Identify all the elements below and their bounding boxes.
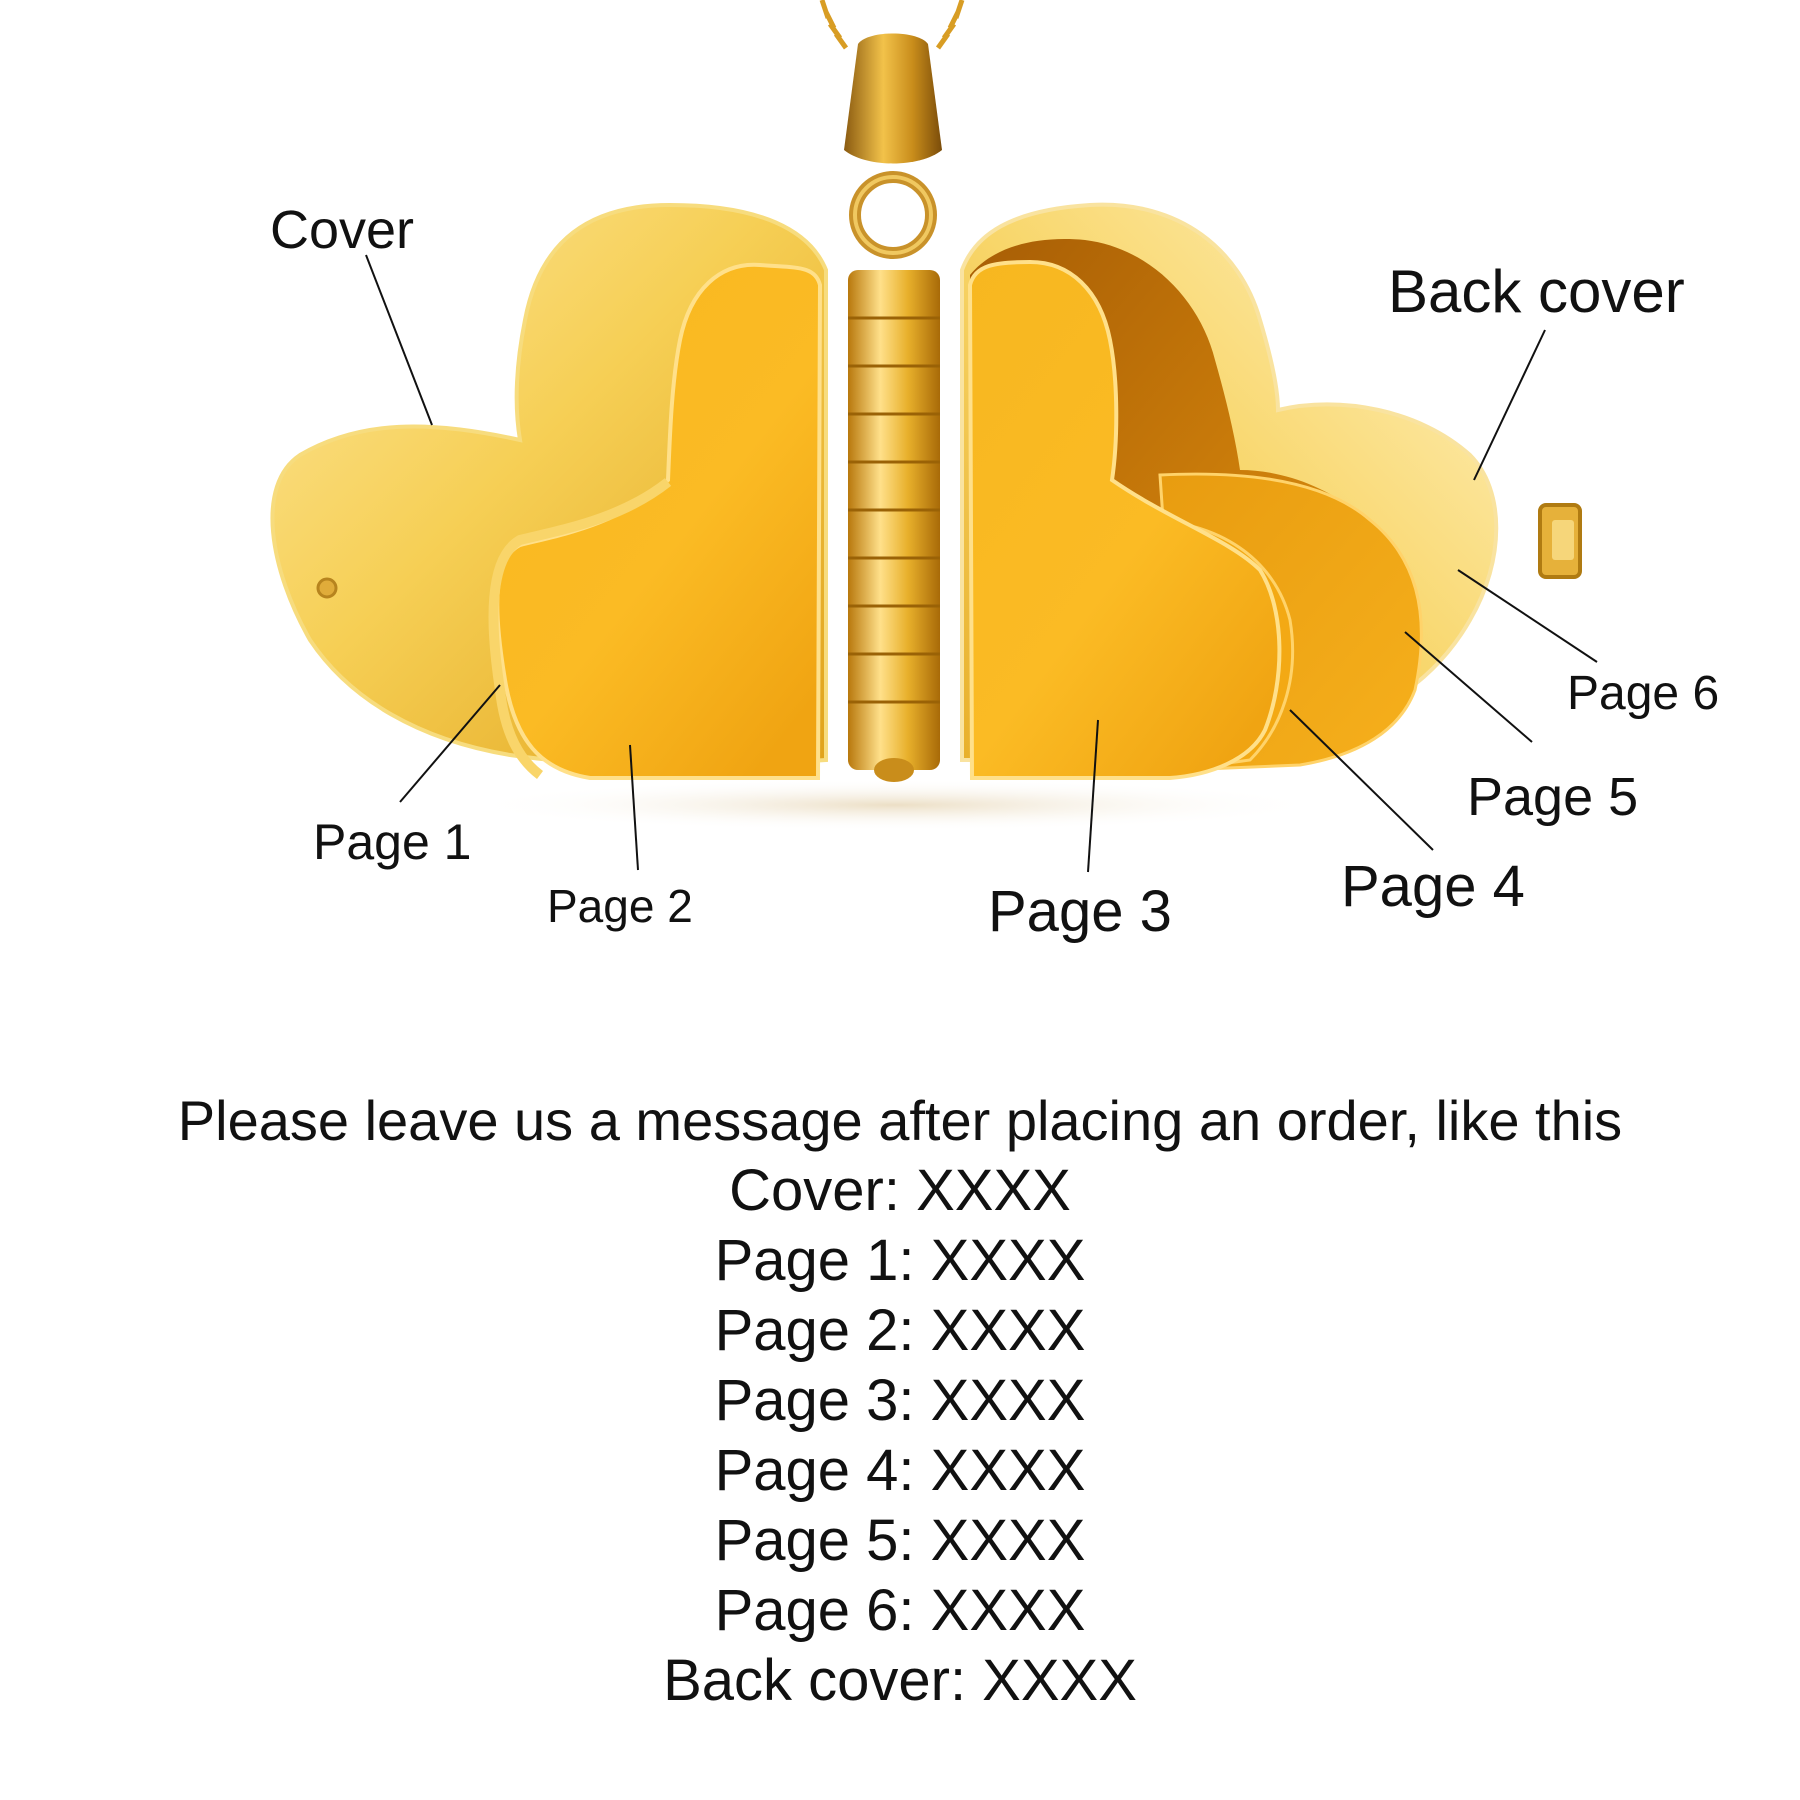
page-4-label: Page 4 (1341, 854, 1525, 919)
back-cover-label: Back cover (1388, 258, 1685, 325)
page-1-panel (488, 478, 672, 779)
chain (819, 0, 965, 50)
instruction-line-page-3: Page 3: XXXX (714, 1368, 1086, 1433)
page-2-label: Page 2 (547, 880, 693, 932)
instruction-line-page-2: Page 2: XXXX (714, 1298, 1086, 1363)
order-instructions: Please leave us a message after placing … (0, 1086, 1800, 1716)
callout-lines (365, 254, 1598, 873)
instruction-line-page-4: Page 4: XXXX (714, 1438, 1086, 1503)
instruction-line-page-5: Page 5: XXXX (714, 1508, 1086, 1573)
clasp-screw (316, 577, 338, 599)
instruction-line-page-1: Page 1: XXXX (714, 1228, 1086, 1293)
heart-locket-image (270, 0, 1598, 873)
instruction-line-cover: Cover: XXXX (729, 1158, 1071, 1223)
hinge (848, 270, 940, 782)
page-1-label: Page 1 (313, 814, 472, 870)
page-5-label: Page 5 (1467, 767, 1639, 827)
instructions-intro: Please leave us a message after placing … (177, 1089, 1623, 1152)
instruction-line-back-cover: Back cover: XXXX (663, 1648, 1137, 1713)
clasp (1538, 503, 1582, 579)
page-3-panel (967, 259, 1282, 780)
bail (844, 33, 942, 259)
cover-label: Cover (270, 200, 415, 260)
page-6-label: Page 6 (1567, 667, 1720, 720)
instruction-line-page-6: Page 6: XXXX (714, 1578, 1086, 1643)
page-3-label: Page 3 (988, 879, 1172, 944)
